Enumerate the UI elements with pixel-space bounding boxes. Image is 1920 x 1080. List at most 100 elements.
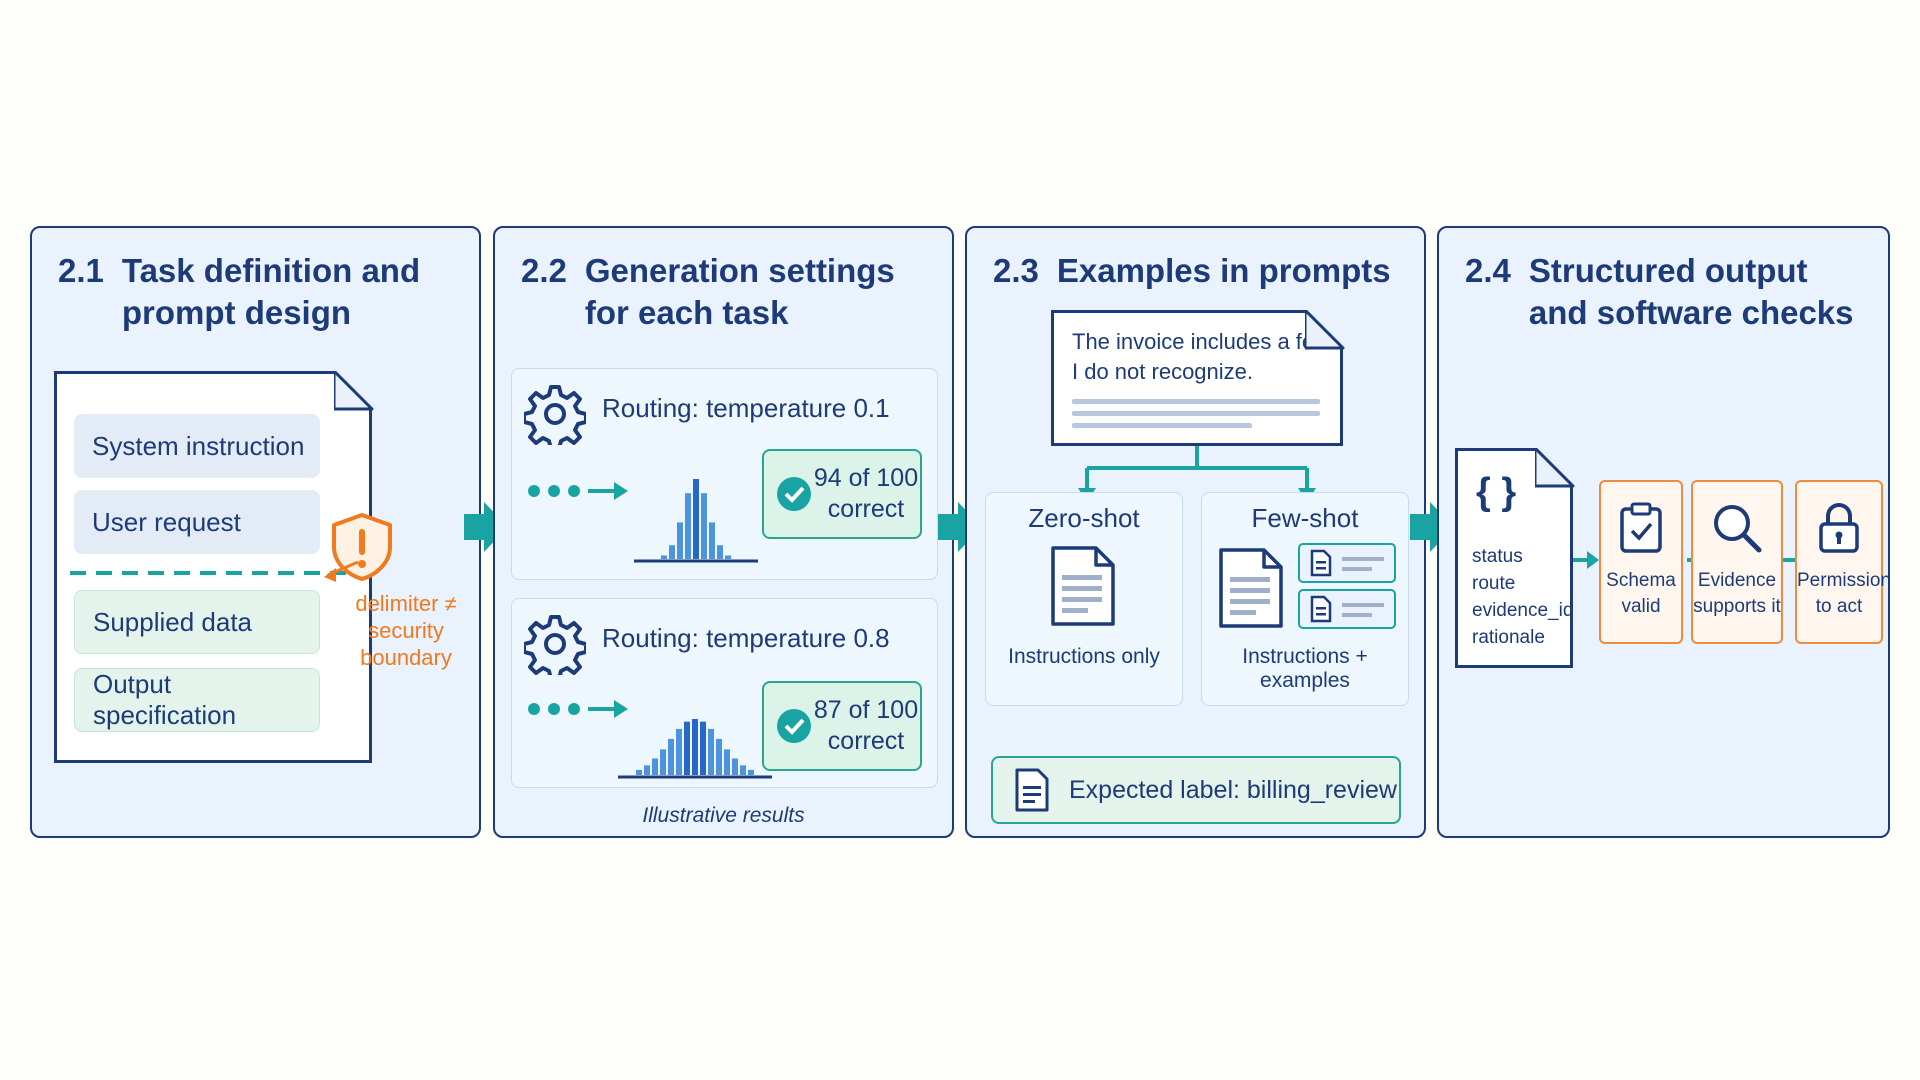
section-system-instruction: System instruction [74,414,320,478]
section-supplied-data: Supplied data [74,590,320,654]
check-schema-valid: Schema valid [1599,480,1683,644]
panel-title: 2.3 Examples in prompts [993,250,1391,292]
distribution-bar [709,522,715,559]
result-badge: 87 of 100 correct [762,681,922,771]
section-user-request: User request [74,490,320,554]
few-shot-caption: Instructions + examples [1242,645,1368,692]
panel-structured-output: 2.4 Structured output and software check… [1437,226,1891,838]
panel-generation-settings: 2.2 Generation settings for each task Ro… [493,226,954,838]
panel-number: 2.1 [58,252,104,289]
document-fold-icon [334,371,374,411]
distribution-bar [685,493,691,559]
panel-heading: Task definition and prompt design [121,252,421,331]
check-circle-icon [777,477,811,511]
document-fold-icon [1535,448,1575,488]
distribution-bar [669,545,675,559]
panel-title: 2.4 Structured output and software check… [1465,250,1854,334]
shield-warning-icon [332,513,392,581]
distribution-bar [700,721,706,775]
distribution-bar [716,738,722,775]
text-placeholder-line [1072,423,1252,428]
result-text: 94 of 100 correct [812,463,920,525]
result-text: 87 of 100 correct [812,695,920,757]
expected-label-bar: Expected label: billing_review [991,756,1401,824]
distribution-bar [724,749,730,775]
result-badge: 94 of 100 correct [762,449,922,539]
panel-heading: Examples in prompts [1056,252,1391,289]
json-field: status [1472,546,1523,567]
delimiter-warning-text: delimiter ≠ security boundary [355,591,457,670]
section-output-specification: Output specification [74,668,320,732]
panel-heading: Generation settings for each task [584,252,895,331]
document-icon [1219,548,1283,628]
setting-card-low-temperature: Routing: temperature 0.1 94 of 100 corre… [511,368,938,580]
panel-number: 2.4 [1465,252,1511,289]
distribution-bar [725,555,731,559]
distribution-bar [708,728,714,775]
distribution-bar [677,522,683,559]
magnifier-icon [1714,505,1762,553]
customer-message: The invoice includes a fee I do not reco… [1072,327,1326,387]
distribution-bar [732,758,738,775]
json-braces: { } [1476,471,1517,513]
text-placeholder-line [1072,399,1320,404]
flow-arrow-icon [938,502,982,552]
json-fields: status route evidence_ids rationale [1472,543,1583,651]
check-label: Permission to act [1797,570,1891,617]
distribution-bar [717,545,723,559]
few-shot-title: Few-shot [1251,503,1359,533]
distribution-bar [693,479,699,559]
message-line: I do not recognize. [1072,359,1254,384]
text-placeholder-line [1072,411,1320,416]
zero-shot-card: Zero-shot Instructions only [985,492,1183,706]
distribution-bar [692,719,698,775]
panel-number: 2.3 [993,252,1039,289]
setting-card-high-temperature: Routing: temperature 0.8 87 of 100 corre… [511,598,938,788]
distribution-bar [676,728,682,775]
zero-shot-title: Zero-shot [1028,503,1140,533]
zero-shot-caption: Instructions only [1008,645,1160,668]
document-fold-icon [1305,310,1345,350]
distribution-bar [701,493,707,559]
check-evidence-supports: Evidence supports it [1691,480,1783,644]
delimiter-line [70,571,352,575]
flow-arrow-icon [1410,502,1454,552]
lock-icon [1819,503,1859,553]
distribution-bar [636,769,642,775]
customer-message-card: The invoice includes a fee I do not reco… [1051,310,1343,446]
json-field: rationale [1472,627,1545,648]
expected-label-text: Expected label: billing_review [1069,775,1397,804]
connector-arrow-icon [1573,551,1599,569]
distribution-bar [740,765,746,775]
json-field: route [1472,573,1516,594]
result-word: correct [827,727,905,755]
distribution-bar [661,555,667,559]
low-temperature-flow [528,479,758,563]
panel-title: 2.1 Task definition and prompt design [58,250,420,334]
few-shot-card: Few-shot Instructions + examples [1201,492,1409,706]
distribution-bar [660,749,666,775]
distribution-bar [644,765,650,775]
setting-label: Routing: temperature 0.1 [602,393,890,423]
distribution-bar [668,738,674,775]
panel-heading: Structured output and software checks [1528,252,1854,331]
panel-task-definition: 2.1 Task definition and prompt design Sy… [30,226,481,838]
document-icon [1015,768,1049,812]
json-output-document: { } status route evidence_ids rationale [1455,448,1573,668]
high-temperature-flow [528,700,772,779]
check-label: Evidence supports it [1693,570,1781,617]
result-count: 94 of 100 [813,464,919,492]
document-icon [1051,546,1115,626]
distribution-bar [652,758,658,775]
distribution-bar [748,769,754,775]
example-icon [1298,543,1396,583]
message-line: The invoice includes a fee [1072,329,1327,354]
flow-arrow-icon [464,502,508,552]
panel-number: 2.2 [521,252,567,289]
distribution-bar [684,721,690,775]
result-count: 87 of 100 [813,696,919,724]
gear-icon [524,385,586,445]
setting-label: Routing: temperature 0.8 [602,623,890,653]
check-permission-to-act: Permission to act [1795,480,1891,644]
example-icon [1298,589,1396,629]
